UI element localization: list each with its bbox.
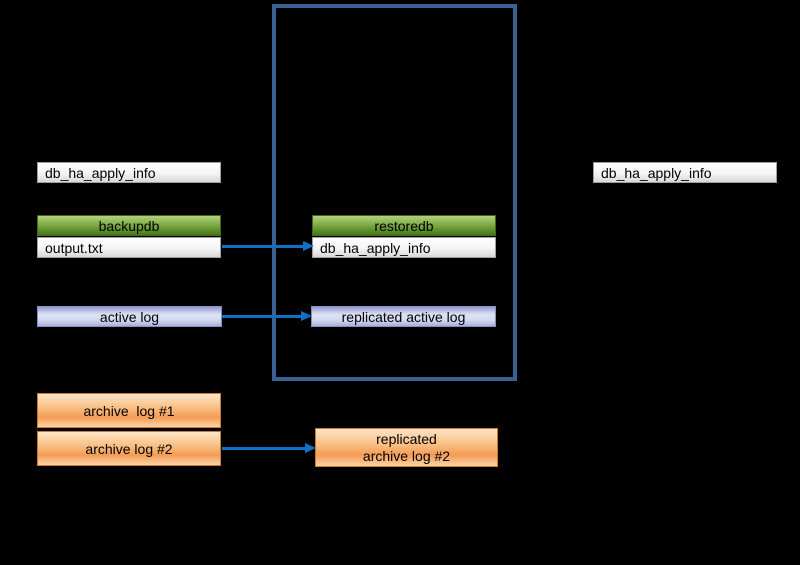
arrow-output-to-apply-info: [222, 241, 314, 252]
node-backupdb: backupdb: [37, 215, 221, 236]
node-restoredb: restoredb: [312, 215, 496, 236]
arrow-head-icon: [305, 443, 316, 453]
node-replicated-archive-log-2-line1: replicated: [376, 430, 437, 447]
node-output-txt: output.txt: [37, 237, 221, 258]
node-active-log: active log: [37, 306, 222, 327]
arrow-active-log-to-replicated: [222, 311, 312, 322]
arrow-shaft: [222, 245, 304, 248]
arrow-head-icon: [303, 241, 314, 251]
node-replicated-active-log: replicated active log: [311, 306, 496, 327]
arrow-archive-log-2-to-replicated: [222, 443, 316, 454]
node-restored-db-ha-apply-info: db_ha_apply_info: [312, 237, 496, 258]
arrow-shaft: [222, 315, 302, 318]
node-archive-log-1: archive log #1: [37, 393, 221, 428]
node-archive-log-2: archive log #2: [37, 431, 221, 466]
node-target-db-ha-apply-info: db_ha_apply_info: [593, 162, 777, 183]
arrow-head-icon: [301, 311, 312, 321]
arrow-shaft: [222, 447, 306, 450]
restore-host-container: [272, 4, 517, 381]
node-replicated-archive-log-2: replicated archive log #2: [315, 428, 498, 467]
node-replicated-archive-log-2-line2: archive log #2: [362, 447, 451, 464]
node-source-db-ha-apply-info: db_ha_apply_info: [37, 162, 221, 183]
